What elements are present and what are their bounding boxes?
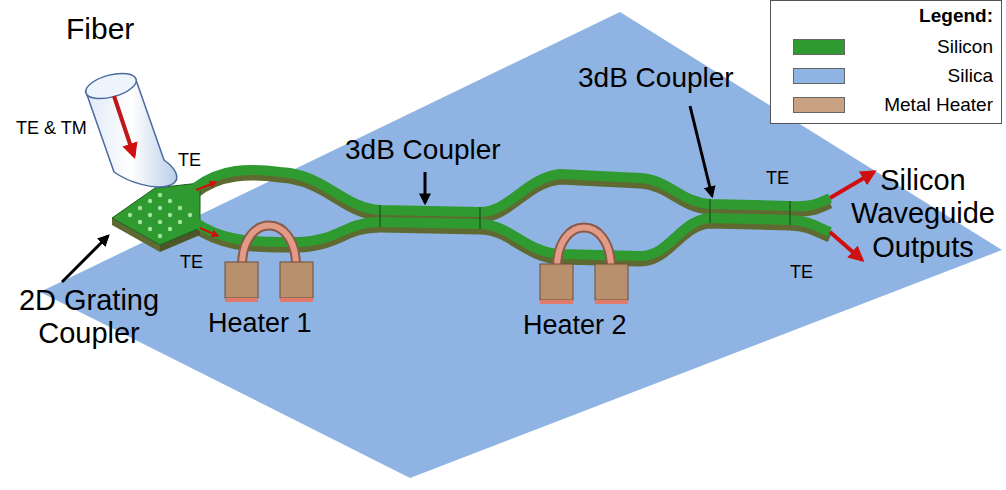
callout-label: TE [180, 252, 203, 273]
callout-label: TE [766, 168, 789, 189]
legend-row: Metal Heater [771, 93, 1001, 117]
legend-box: Legend: SiliconSilicaMetal Heater [770, 0, 1002, 124]
heater-1 [225, 226, 313, 303]
output-arrow [830, 232, 862, 260]
legend-row: Silicon [771, 35, 1001, 59]
callout-label: TE & TM [16, 118, 87, 139]
callout-label: TE [790, 262, 813, 283]
callout-label: Silicon Waveguide Outputs [846, 164, 1000, 264]
legend-heading: Legend: [919, 5, 993, 27]
output-arrow [830, 172, 874, 198]
legend-row: Silica [771, 64, 1001, 88]
callout-label: 3dB Coupler [345, 134, 501, 166]
legend-swatch [793, 39, 845, 55]
heater-2 [540, 228, 628, 305]
pointer-arrow [690, 106, 712, 196]
callout-label: Heater 2 [523, 310, 627, 341]
te-arrow [200, 228, 218, 236]
callout-label: TE [178, 150, 201, 171]
callout-label: 3dB Coupler [578, 62, 734, 94]
te-arrow [196, 182, 216, 190]
pointer-arrow [62, 236, 108, 282]
legend-text: Silica [948, 65, 993, 87]
pointer-arrow [424, 172, 427, 203]
legend-swatch [793, 97, 845, 113]
legend-text: Silicon [937, 36, 993, 58]
optical-fiber [83, 69, 177, 187]
callout-label: Heater 1 [208, 308, 312, 339]
grating-holes [128, 193, 192, 238]
callout-label: 2D Grating Coupler [4, 284, 174, 351]
callout-label: Fiber [66, 12, 134, 47]
legend-swatch [793, 68, 845, 84]
legend-text: Metal Heater [884, 94, 993, 116]
grating-coupler [112, 183, 200, 245]
